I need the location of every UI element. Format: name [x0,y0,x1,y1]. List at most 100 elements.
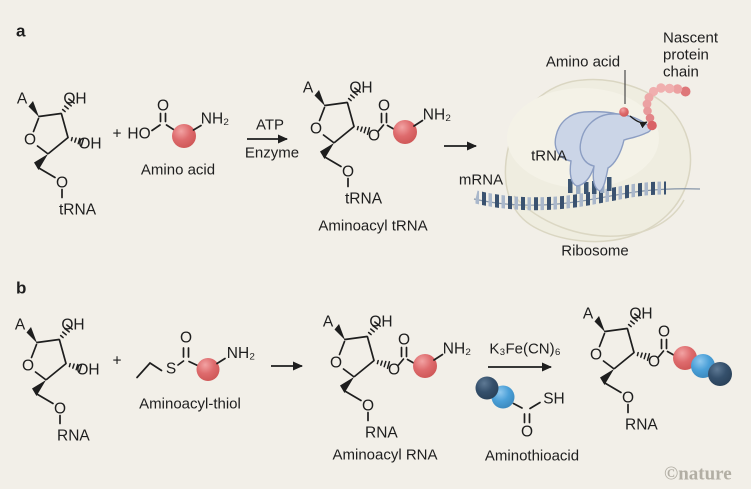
ring-oxygen: O [22,358,34,375]
bond [177,360,185,366]
bond [413,119,424,127]
arrow-condition-top: ATP [256,117,284,134]
carbonyl-oxygen: O [180,330,192,347]
hydroxyl-2prime: OH [61,317,84,334]
hydroxyl-3prime: OH [76,362,99,379]
bead [680,86,691,97]
hydroxyl-2prime: OH [63,91,86,108]
oxidant-label: K₃Fe(CN)₆ [489,341,560,358]
ring-oxygen: O [590,347,602,364]
aminoacyl-ester: O O NH₂ [368,98,451,145]
hydroxyl-ho: HO [127,126,150,143]
aminoacyl-rna-structure: O A OH O O NH₂ O RNA Aminoacyl RNA [323,314,471,464]
hydroxyl-2prime: OH [629,306,652,323]
ribosome-lobe-crease [513,195,685,237]
amino-acid-ball [196,358,220,381]
oxidation-step: K₃Fe(CN)₆ [488,341,561,372]
aminoacyl-trna-structure: O A OH O O NH₂ O tRNA Aminoacyl tRNA [303,80,451,235]
carbonyl-oxygen: O [398,332,410,349]
bond [188,360,199,367]
bond [529,401,541,410]
aminothioacid-structure: SH O Aminothioacid [475,376,579,465]
leg [584,182,589,194]
trna-scene-label: tRNA [531,148,567,165]
amino-acid-ball [413,354,437,378]
ring-oxygen: O [310,121,322,138]
bead [642,99,652,109]
transfer-arrow [629,115,648,129]
bond [512,402,523,409]
linker-oxygen: O [56,175,68,192]
amine-group: NH₂ [201,111,229,128]
linker-oxygen: O [342,164,354,181]
substrate-label: RNA [625,417,658,434]
nascent-chain-beads [642,83,691,131]
hydroxyl-2prime: OH [369,314,392,331]
carbonyl-oxygen: O [378,98,390,115]
hydroxyl-2prime: OH [349,80,372,97]
thioacid-caption: Aminothioacid [485,448,579,465]
amino-acid-dot [619,107,629,117]
leg [568,179,573,193]
rna-substrate-structure: O A OH OH O RNA [15,317,100,445]
adenine-label: A [15,317,26,334]
thiol-caption: Aminoacyl-thiol [139,396,241,413]
substrate-label: RNA [57,428,90,445]
substrate-label: tRNA [345,191,383,208]
plus-sign: + [112,126,121,143]
hydroxyl-3prime: OH [78,136,101,153]
sulfur: S [166,361,176,378]
peptidyl-ester: O O [648,324,732,386]
residue-ball-red [673,346,697,370]
ester-oxygen: O [368,128,380,145]
product-caption: Aminoacyl RNA [332,447,437,464]
carbonyl-double-bond [159,112,167,123]
bond [165,124,175,131]
trna-substrate-structure: O A OH OH O tRNA [17,91,102,219]
carbonyl-double-bond [523,413,531,424]
substrate-label: RNA [365,425,398,442]
adenine-label: A [17,91,28,108]
amino-acid-ball [393,120,417,144]
mrna-strand [474,181,667,211]
amino-acid-caption: Amino acid [141,162,215,179]
amine-group: NH₂ [423,107,451,124]
adenine-label: A [323,314,334,331]
bottom-margin [0,489,751,492]
reaction-arrow-1: ATP Enzyme [245,117,299,162]
ester-oxygen: O [648,354,660,371]
panel-b: b O A OH OH O RNA + S O NH₂ Aminoacyl-th… [15,279,732,465]
leg [592,181,597,194]
bead [647,120,657,131]
carbonyl-oxygen: O [157,98,169,115]
amino-acid-structure: HO O NH₂ Amino acid [127,98,229,179]
bead [656,83,666,93]
nature-watermark: ©nature [664,464,732,485]
panel-a-label: a [16,22,26,41]
ribosome-scene-label: Ribosome [561,243,629,260]
amino-acid-scene-label: Amino acid [546,54,620,71]
leg [607,177,612,191]
linker-oxygen: O [54,401,66,418]
aminoacyl-thiol-structure: S O NH₂ Aminoacyl-thiol [136,330,255,413]
bond [192,124,202,131]
bond [433,353,444,361]
residue-ball-navy [475,376,499,400]
mrna-scene-label: mRNA [459,172,503,189]
carbonyl-oxygen: O [658,324,670,341]
linker-oxygen: O [362,398,374,415]
plus-sign: + [112,353,121,370]
linker-oxygen: O [622,390,634,407]
ribosome-illustration: Amino acid Nascent protein chain tRNA mR… [459,30,719,260]
substrate-label: tRNA [59,202,97,219]
ester-oxygen: O [388,362,400,379]
nascent-line-3: chain [663,64,699,81]
amino-acid-ball [172,124,196,148]
adenine-label: A [583,306,594,323]
amine-group: NH₂ [443,341,471,358]
leg [576,181,581,194]
bond [151,124,161,132]
ring-oxygen: O [24,132,36,149]
